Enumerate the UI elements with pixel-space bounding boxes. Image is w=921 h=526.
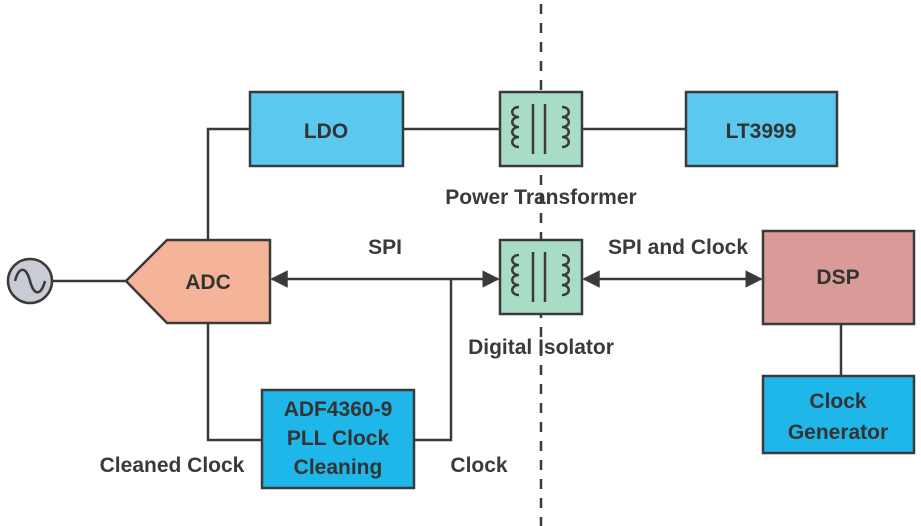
ldo-label: LDO <box>304 120 348 143</box>
adc-to-pll-wire <box>206 323 262 442</box>
cleaned-clock-label: Cleaned Clock <box>100 454 245 477</box>
clock-generator-block <box>761 374 916 455</box>
power-transformer-label: Power Transformer <box>445 186 636 209</box>
digital-isolator-label: Digital Isolator <box>468 336 614 359</box>
adc-block <box>124 238 272 325</box>
spi-and-clock-label: SPI and Clock <box>608 236 748 259</box>
lt3999-label: LT3999 <box>726 120 797 143</box>
lt3999-block <box>684 90 839 168</box>
clockgen-label-line2: Generator <box>788 421 888 444</box>
pll-clock-cleaning-block <box>260 388 416 490</box>
pll-to-clock-wire <box>414 279 453 442</box>
clock-label: Clock <box>450 454 508 477</box>
wires <box>52 127 843 442</box>
pll-label-line1: ADF4360-9 <box>284 398 393 421</box>
digital-isolator-block <box>498 238 584 316</box>
power-transformer-block <box>498 90 584 168</box>
adc-to-ldo-wire <box>206 127 250 240</box>
dsp-block <box>761 229 916 326</box>
spi-label: SPI <box>368 236 402 259</box>
adc-label: ADC <box>185 271 231 294</box>
ldo-block <box>248 90 405 168</box>
clockgen-label-line1: Clock <box>809 390 867 413</box>
dsp-label: DSP <box>816 266 859 289</box>
transformer-coil-icon <box>511 252 570 302</box>
pll-label-line3: Cleaning <box>294 456 383 479</box>
sine-wave-source-icon <box>6 257 54 305</box>
transformer-coil-icon <box>511 104 570 154</box>
pll-label-line2: PLL Clock <box>287 427 390 450</box>
